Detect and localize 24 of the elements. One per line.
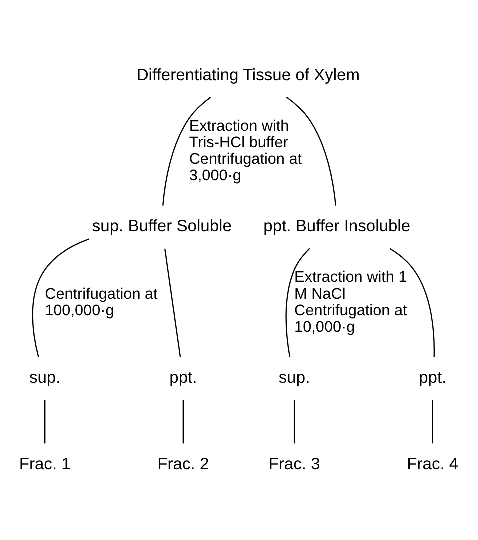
node-text: Frac. 2 — [158, 454, 210, 473]
connector — [182, 400, 184, 444]
connector — [432, 400, 434, 444]
node-text: sup. — [29, 368, 61, 387]
node-text: sup. — [278, 368, 310, 387]
connector — [390, 248, 436, 357]
connector — [294, 400, 296, 444]
node-text: Frac. 3 — [268, 454, 320, 473]
node-text: Frac. 4 — [407, 454, 459, 473]
connector — [44, 400, 46, 444]
connector — [286, 248, 310, 357]
node-text: ppt. — [419, 368, 447, 387]
edge-label: Extraction with Tris-HCl buffer Centrifugation at 3,000·g — [189, 117, 302, 184]
connector — [162, 96, 212, 206]
connector — [286, 96, 337, 206]
edge-label: Extraction with 1 M NaCl Centrifugation at 10,000·g — [294, 268, 408, 336]
node-text: sup. Buffer Soluble — [92, 216, 232, 236]
node-text: ppt. — [170, 368, 198, 387]
node-text: Frac. 1 — [19, 454, 71, 473]
node-text: Differentiating Tissue of Xylem — [136, 64, 360, 84]
connector — [32, 238, 90, 357]
edge-label: Centrifugation at 100,000·g — [45, 285, 158, 319]
node-text: ppt. Buffer Insoluble — [264, 216, 411, 236]
connector — [164, 248, 182, 357]
